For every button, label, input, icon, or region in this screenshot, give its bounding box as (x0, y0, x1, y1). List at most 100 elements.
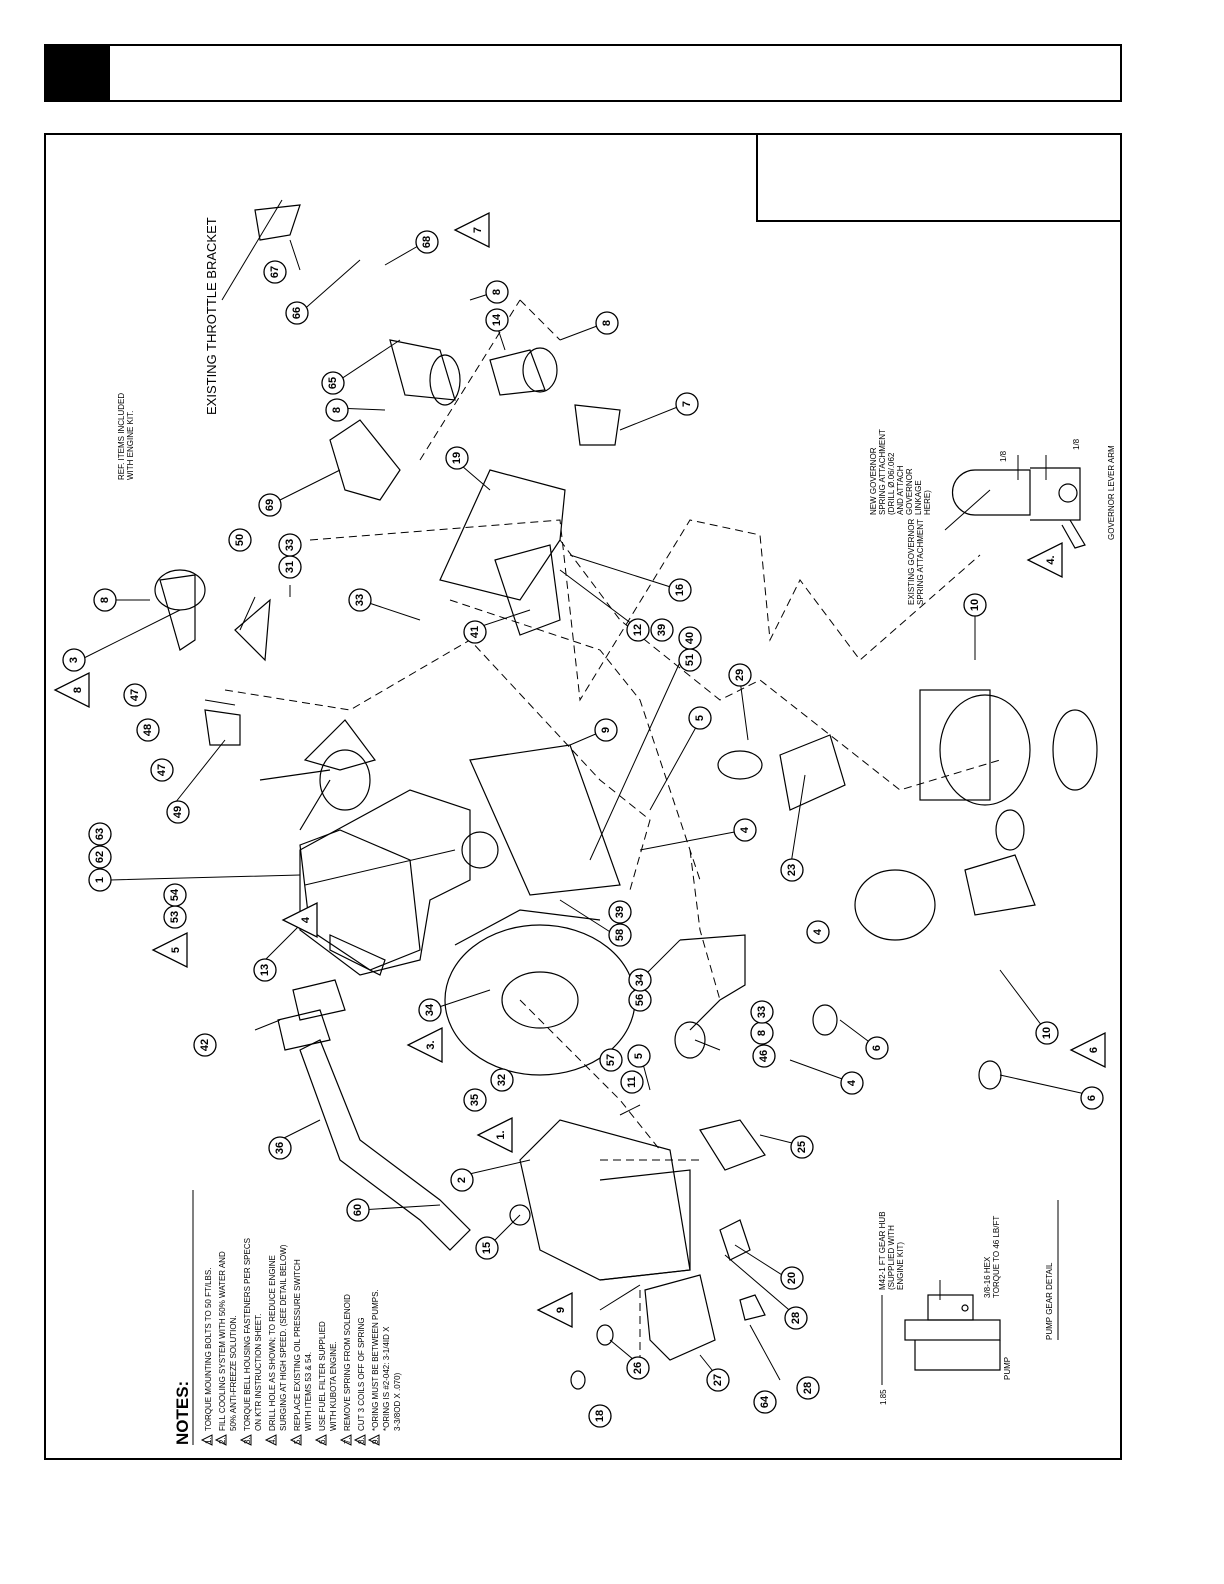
svg-text:8: 8 (601, 320, 613, 326)
svg-text:1.: 1. (495, 1130, 507, 1139)
svg-text:4: 4 (300, 916, 312, 923)
svg-text:49: 49 (172, 806, 184, 818)
svg-text:9: 9 (555, 1307, 567, 1313)
item-balloon-2: 2 (450, 1168, 474, 1192)
svg-text:39: 39 (614, 906, 626, 918)
dim-1-8-b: 1/8 (1072, 438, 1081, 450)
item-balloon-39: 39 (608, 900, 632, 924)
svg-text:39: 39 (656, 624, 668, 636)
svg-text:8: 8 (72, 687, 84, 693)
svg-text:AND ATTACH: AND ATTACH (896, 465, 905, 515)
item-balloon-31: 31 (278, 555, 302, 579)
note-line: 6.USE FUEL FILTER SUPPLIED (314, 1321, 327, 1446)
svg-text:23: 23 (786, 864, 798, 876)
svg-text:4: 4 (846, 1079, 858, 1086)
note-line: 2.FILL COOLING SYSTEM WITH 50% WATER AND (214, 1251, 227, 1446)
engine-parts (154, 204, 1098, 1390)
svg-text:41: 41 (469, 626, 481, 638)
item-balloon-60: 60 (346, 1198, 370, 1222)
item-balloon-3: 3 (62, 648, 86, 672)
svg-text:6: 6 (1086, 1095, 1098, 1101)
svg-text:M42-1 FT GEAR HUB: M42-1 FT GEAR HUB (878, 1211, 887, 1290)
item-balloon-8: 8 (485, 280, 509, 304)
item-balloon-6: 6 (865, 1036, 889, 1060)
svg-text:13: 13 (259, 964, 271, 976)
item-balloon-8: 8 (750, 1021, 774, 1045)
svg-text:46: 46 (758, 1050, 770, 1062)
hex-torque-note: 3/8-16 HEX TORQUE TO 46 LB/FT (983, 1216, 1001, 1298)
note-number: 5. (293, 1437, 302, 1444)
item-balloon-28: 28 (784, 1306, 808, 1330)
svg-text:(DRILL Ø.06/.062: (DRILL Ø.06/.062 (887, 452, 896, 515)
item-balloons: 3847484749503133162635354134236601518262… (62, 230, 1104, 1428)
note-text: USE FUEL FILTER SUPPLIED (318, 1321, 327, 1431)
item-balloon-33: 33 (278, 533, 302, 557)
note-line: 8.CUT 3 COILS OFF OF SPRING (353, 1317, 366, 1446)
header-bar (44, 44, 1122, 102)
svg-text:19: 19 (451, 452, 463, 464)
note-flag-6: 6 (1069, 1031, 1106, 1069)
note-line: 3-3/8OD X .070) (393, 1372, 402, 1431)
svg-text:34: 34 (424, 1003, 436, 1016)
item-balloon-4: 4 (806, 920, 830, 944)
svg-text:10: 10 (969, 599, 981, 611)
note-flag-9: 9 (536, 1291, 573, 1329)
item-balloon-12: 12 (626, 618, 650, 642)
governor-lever-label: GOVERNOR LEVER ARM (1107, 445, 1116, 540)
note-line: WITH ITEMS 53 & 54. (304, 1352, 313, 1431)
item-balloon-4: 4 (840, 1071, 864, 1095)
svg-text:GOVERNOR: GOVERNOR (905, 468, 914, 515)
item-balloon-18: 18 (588, 1404, 612, 1428)
svg-text:SPRING ATTACHMENT: SPRING ATTACHMENT (878, 429, 887, 515)
item-balloon-62: 62 (88, 845, 112, 869)
svg-text:2: 2 (456, 1177, 468, 1183)
svg-text:50: 50 (234, 534, 246, 546)
svg-text:32: 32 (496, 1074, 508, 1086)
note-text: 3-3/8OD X .070) (393, 1372, 402, 1431)
dim-1-85: 1.85 (879, 1389, 888, 1405)
svg-text:25: 25 (796, 1141, 808, 1153)
svg-text:NEW GOVERNOR: NEW GOVERNOR (869, 447, 878, 515)
item-balloon-32: 32 (490, 1068, 514, 1092)
svg-text:15: 15 (481, 1242, 493, 1254)
svg-text:3: 3 (68, 657, 80, 663)
svg-text:69: 69 (264, 499, 276, 511)
item-balloon-36: 36 (268, 1136, 292, 1160)
svg-text:5: 5 (170, 947, 182, 953)
item-balloon-6: 6 (1080, 1086, 1104, 1110)
gear-hub-note: M42-1 FT GEAR HUB (SUPPLIED WITH ENGINE … (878, 1211, 905, 1290)
item-balloon-28: 28 (796, 1376, 820, 1400)
item-balloon-13: 13 (253, 958, 277, 982)
item-balloon-34: 34 (418, 998, 442, 1022)
item-balloon-9: 9 (594, 718, 618, 742)
governor-note-new: NEW GOVERNOR SPRING ATTACHMENT (DRILL Ø.… (869, 429, 932, 515)
svg-text:(SUPPLIED WITH: (SUPPLIED WITH (887, 1225, 896, 1290)
svg-text:EXISTING THROTTLE BRACKET: EXISTING THROTTLE BRACKET (204, 217, 219, 415)
svg-text:47: 47 (156, 764, 168, 776)
svg-text:58: 58 (614, 929, 626, 941)
note-line: 3.TORQUE BELL HOUSING FASTENERS PER SPEC… (239, 1238, 252, 1446)
pump-gear-drawing (881, 1280, 1001, 1385)
pump-gear-detail-label: PUMP GEAR DETAIL (1045, 1262, 1054, 1340)
note-number: 7. (343, 1437, 352, 1444)
item-balloon-19: 19 (445, 446, 469, 470)
svg-text:3.: 3. (425, 1040, 437, 1049)
svg-text:6: 6 (871, 1045, 883, 1051)
svg-text:64: 64 (759, 1395, 771, 1408)
svg-text:3/8-16 HEX: 3/8-16 HEX (983, 1256, 992, 1298)
item-balloon-68: 68 (415, 230, 439, 254)
item-balloon-23: 23 (780, 858, 804, 882)
svg-text:34: 34 (634, 973, 646, 986)
note-flag-4: 4 (281, 901, 318, 939)
item-balloon-33: 33 (750, 1000, 774, 1024)
svg-text:47: 47 (129, 689, 141, 701)
item-balloon-47: 47 (123, 683, 147, 707)
note-flag-4: 4. (1026, 541, 1063, 579)
svg-text:48: 48 (142, 724, 154, 736)
svg-text:35: 35 (469, 1094, 481, 1106)
svg-text:33: 33 (284, 539, 296, 551)
note-line: 9.*ORING MUST BE BETWEEN PUMPS. (367, 1289, 380, 1446)
item-balloon-20: 20 (780, 1266, 804, 1290)
svg-text:8: 8 (99, 597, 111, 603)
note-text: REPLACE EXISTING OIL PRESSURE SWITCH (293, 1259, 302, 1431)
